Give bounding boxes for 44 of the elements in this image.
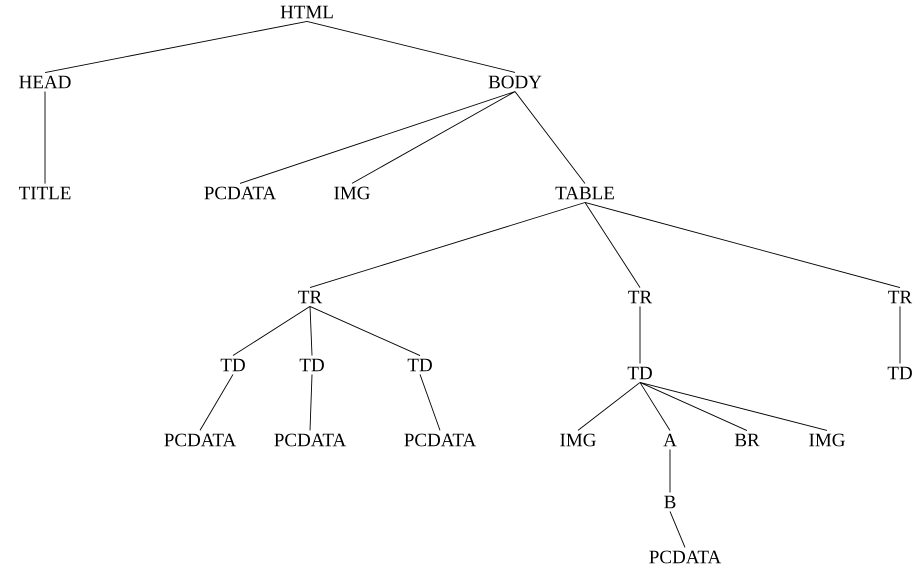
tree-edge (310, 306, 420, 356)
tree-node-label: TITLE (18, 186, 70, 200)
tree-edge (310, 202, 586, 288)
tree-node-label: TD (300, 358, 324, 372)
tree-edge (578, 382, 640, 431)
tree-edge (640, 382, 670, 431)
tree-node-label: B (664, 496, 676, 508)
tree-edge (640, 382, 748, 431)
tree-edge (352, 91, 516, 184)
tree-node-label: TD (220, 358, 245, 372)
tree-node-label: PCDATA (164, 434, 236, 446)
tree-edge (232, 306, 310, 356)
tree-node-label: IMG (809, 434, 845, 446)
tree-node-label: IMG (334, 186, 370, 200)
tree-node-label: TABLE (556, 186, 614, 200)
tree-node-label: TD (888, 366, 912, 380)
tree-edge (584, 202, 900, 288)
tree-node-label: PCDATA (404, 434, 476, 446)
tree-edge (240, 91, 516, 184)
tree-node-label: PCDATA (274, 434, 346, 446)
tree-edge (200, 374, 234, 431)
tree-edge (670, 511, 686, 548)
tree-node-label: TR (888, 290, 912, 304)
tree-edge (44, 91, 46, 184)
tree-node-label: HEAD (19, 76, 71, 88)
tree-node-label: BR (734, 434, 760, 446)
tree-node-label: TD (628, 366, 652, 380)
tree-edge (306, 20, 516, 73)
tree-node-label: TD (408, 358, 432, 372)
tree-node-label: IMG (560, 434, 596, 446)
tree-edge (310, 306, 312, 356)
tree-node-label: TR (298, 290, 322, 304)
tree-node-label: TR (628, 290, 652, 304)
tree-node-label: BODY (488, 76, 542, 88)
tree-edge (420, 374, 440, 431)
tree-edge (44, 20, 308, 73)
tree-node-label: PCDATA (204, 186, 276, 200)
tree-node-label: HTML (280, 6, 333, 18)
tree-edge (640, 382, 828, 431)
tree-edge (310, 374, 312, 431)
tree-edge (584, 202, 640, 288)
tree-edge (514, 91, 586, 184)
tree-node-label: PCDATA (649, 550, 722, 564)
tree-node-label: A (663, 434, 677, 446)
